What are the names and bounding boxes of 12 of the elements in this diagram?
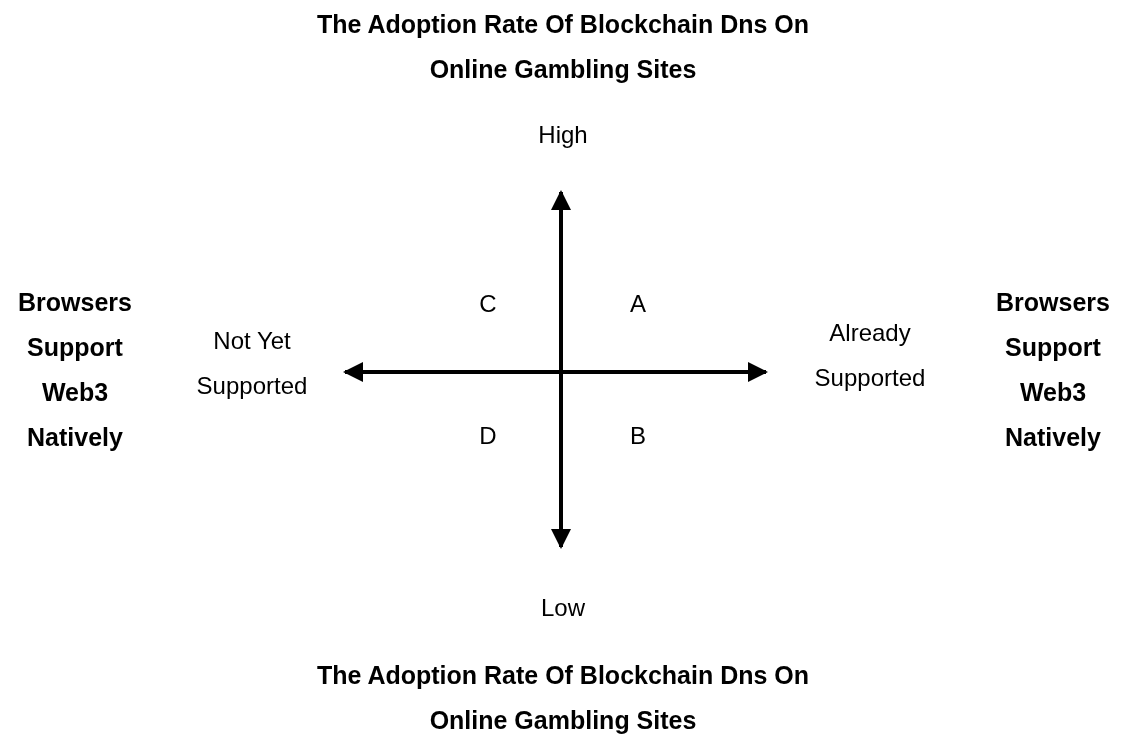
quadrant-letter: B <box>629 421 647 451</box>
quadrant-letter: C <box>478 289 498 319</box>
axis-title: The Adoption Rate Of Blockchain Dns On Online Gambling Sites <box>315 660 811 736</box>
axis-label: Not Yet Supported <box>195 326 309 401</box>
axis-label: High <box>537 120 589 150</box>
diagram-title: The Adoption Rate Of Blockchain Dns On Online Gambling Sites <box>315 9 811 85</box>
quadrant-letter: A <box>629 289 647 319</box>
axis-title: Browsers Support Web3 Natively <box>17 287 133 453</box>
axis-label: Low <box>540 593 586 623</box>
axis-label: Already Supported <box>813 318 927 393</box>
quadrant-letter: D <box>478 421 498 451</box>
axis-title: Browsers Support Web3 Natively <box>995 287 1111 453</box>
